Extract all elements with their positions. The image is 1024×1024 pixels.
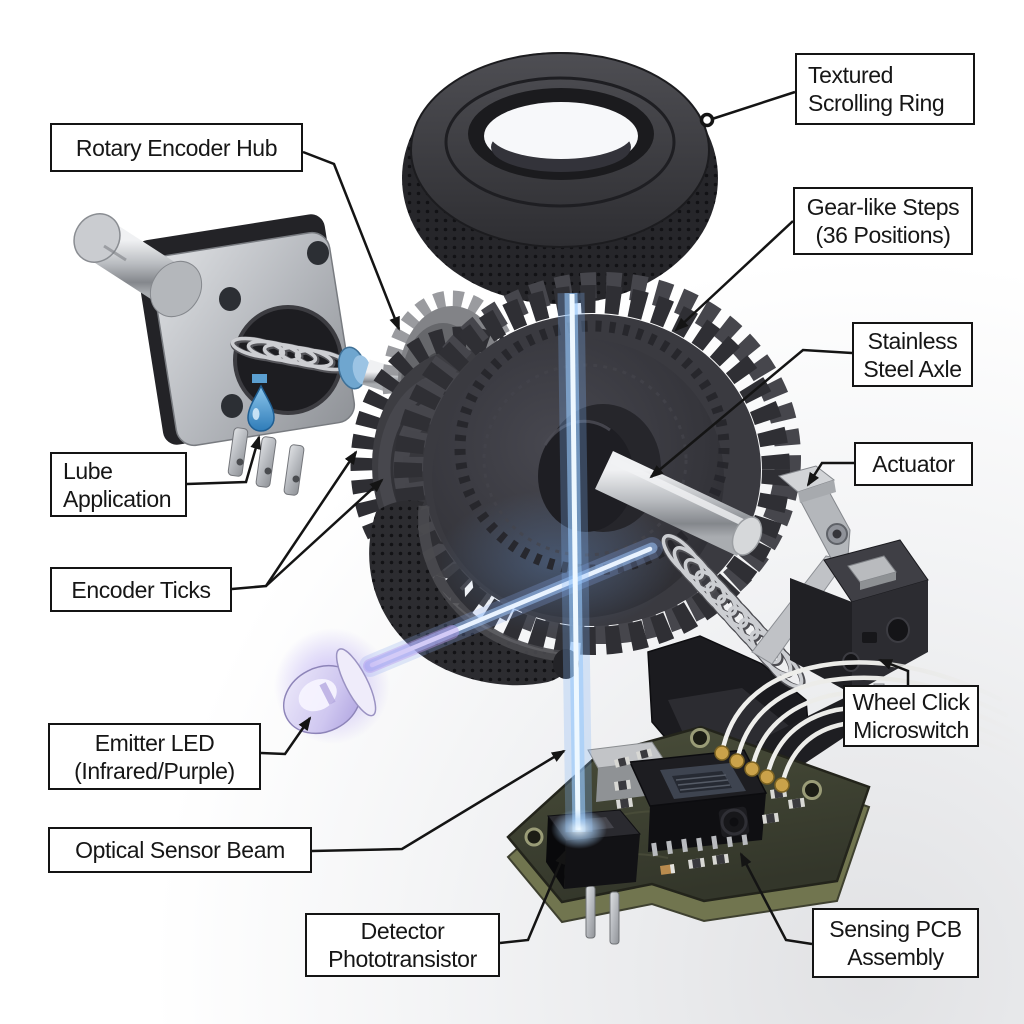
label-optical-sensor-beam: Optical Sensor Beam [48,827,312,873]
main-gear-illustration [394,272,801,655]
label-line: (Infrared/Purple) [74,757,235,784]
label-line: Optical Sensor Beam [75,837,285,863]
label-line: Sensing PCB [829,916,962,942]
rotary-encoder-illustration [73,213,410,496]
label-line: Application [63,485,172,512]
emitter-led-illustration [274,628,390,744]
label-actuator: Actuator [854,442,973,486]
label-line: Wheel Click [852,689,970,715]
label-emitter-led: Emitter LED (Infrared/Purple) [48,723,261,790]
leader-lines [186,90,910,946]
label-sensing-pcb-assembly: Sensing PCB Assembly [812,908,979,978]
axle-illustration [595,451,763,556]
label-line: Actuator [872,451,955,477]
label-line: Assembly [847,944,944,970]
label-line: Textured [808,62,894,88]
solder-pads [714,745,790,793]
label-line: (36 Positions) [815,222,951,248]
label-line: Emitter LED [94,729,215,756]
label-encoder-ticks: Encoder Ticks [50,567,232,612]
label-stainless-steel-axle: Stainless Steel Axle [852,322,973,387]
label-line: Lube [63,457,113,484]
optical-beam-vertical [551,292,607,849]
label-line: Gear-like Steps [806,194,960,220]
label-line: Scrolling Ring [808,90,945,116]
label-gear-like-steps: Gear-like Steps (36 Positions) [793,187,973,255]
label-line: Phototransistor [328,946,477,972]
label-textured-scrolling-ring: Textured Scrolling Ring [795,53,975,125]
label-line: Stainless [867,327,958,354]
label-lube-application: Lube Application [50,452,187,517]
label-wheel-click-microswitch: Wheel Click Microswitch [843,685,979,747]
label-line: Rotary Encoder Hub [75,134,278,161]
label-line: Microswitch [853,717,969,743]
scrolling-ring-illustration [402,52,718,304]
lube-droplet [247,374,275,432]
label-line: Detector [360,918,445,944]
label-line: Steel Axle [863,355,962,382]
label-line: Encoder Ticks [71,576,211,603]
label-detector-phototransistor: Detector Phototransistor [305,913,500,977]
microswitch-illustration [790,539,929,711]
label-rotary-encoder-hub: Rotary Encoder Hub [50,123,303,172]
